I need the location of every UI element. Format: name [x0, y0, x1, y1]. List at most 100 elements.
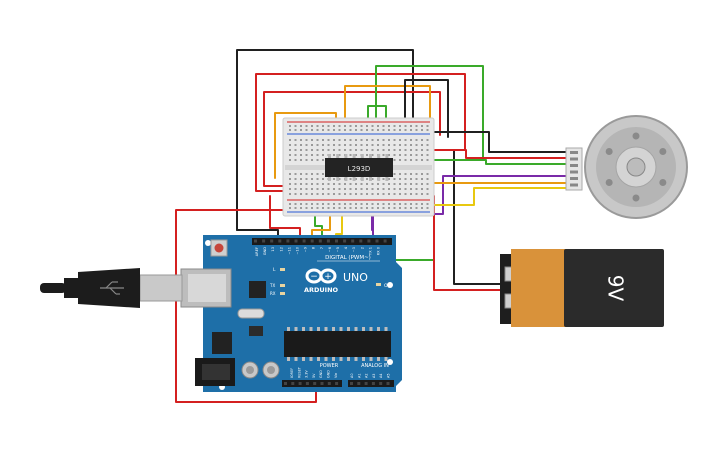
header-pin[interactable]: [335, 382, 339, 385]
breadboard-hole[interactable]: [349, 193, 352, 195]
breadboard-hole[interactable]: [360, 207, 363, 209]
wire-red-motor[interactable]: [419, 149, 569, 159]
breadboard-hole[interactable]: [366, 125, 368, 127]
breadboard-hole[interactable]: [421, 144, 423, 146]
breadboard-hole[interactable]: [366, 139, 368, 141]
breadboard-hole[interactable]: [311, 207, 313, 209]
breadboard-hole[interactable]: [399, 203, 401, 205]
breadboard-hole[interactable]: [355, 203, 357, 205]
breadboard-hole[interactable]: [322, 125, 324, 127]
breadboard-hole[interactable]: [415, 129, 418, 131]
breadboard-hole[interactable]: [300, 159, 302, 161]
breadboard-hole[interactable]: [399, 125, 401, 127]
breadboard-hole[interactable]: [421, 173, 423, 175]
wire-black-to-battery[interactable]: [447, 149, 501, 285]
breadboard-hole[interactable]: [388, 144, 390, 146]
breadboard-hole[interactable]: [311, 129, 313, 131]
breadboard-hole[interactable]: [421, 203, 423, 205]
breadboard-hole[interactable]: [366, 129, 368, 131]
breadboard-hole[interactable]: [426, 173, 429, 175]
breadboard-hole[interactable]: [382, 129, 385, 131]
breadboard-hole[interactable]: [415, 139, 418, 141]
breadboard-hole[interactable]: [338, 178, 341, 180]
breadboard-hole[interactable]: [366, 178, 368, 180]
breadboard-hole[interactable]: [360, 129, 363, 131]
header-pin[interactable]: [351, 239, 355, 243]
header-pin[interactable]: [379, 382, 383, 385]
breadboard-hole[interactable]: [344, 129, 346, 131]
breadboard-hole[interactable]: [322, 188, 324, 190]
breadboard-hole[interactable]: [338, 144, 341, 146]
header-pin[interactable]: [284, 382, 287, 385]
breadboard-hole[interactable]: [294, 154, 297, 156]
reset-button[interactable]: [214, 243, 224, 253]
breadboard-hole[interactable]: [426, 149, 429, 151]
breadboard-hole[interactable]: [333, 129, 335, 131]
breadboard-hole[interactable]: [355, 144, 357, 146]
breadboard-hole[interactable]: [366, 154, 368, 156]
header-pin[interactable]: [343, 239, 347, 243]
breadboard-hole[interactable]: [426, 159, 429, 161]
breadboard-hole[interactable]: [294, 207, 297, 209]
breadboard-hole[interactable]: [371, 144, 374, 146]
breadboard-hole[interactable]: [415, 183, 418, 185]
breadboard-hole[interactable]: [294, 178, 297, 180]
breadboard-hole[interactable]: [360, 139, 363, 141]
breadboard-hole[interactable]: [327, 125, 330, 127]
breadboard-hole[interactable]: [294, 159, 297, 161]
breadboard-hole[interactable]: [322, 149, 324, 151]
breadboard-hole[interactable]: [355, 154, 357, 156]
breadboard-hole[interactable]: [338, 193, 341, 195]
breadboard-hole[interactable]: [415, 193, 418, 195]
breadboard-hole[interactable]: [305, 144, 308, 146]
breadboard-hole[interactable]: [360, 203, 363, 205]
breadboard-hole[interactable]: [311, 203, 313, 205]
header-pin[interactable]: [305, 382, 309, 385]
breadboard-hole[interactable]: [311, 178, 313, 180]
breadboard-hole[interactable]: [366, 207, 368, 209]
battery-9v[interactable]: 9V: [500, 249, 664, 327]
breadboard-hole[interactable]: [410, 173, 412, 175]
breadboard-hole[interactable]: [344, 139, 346, 141]
breadboard-hole[interactable]: [399, 129, 401, 131]
breadboard-hole[interactable]: [426, 154, 429, 156]
breadboard-hole[interactable]: [426, 207, 429, 209]
breadboard-hole[interactable]: [426, 203, 429, 205]
breadboard-hole[interactable]: [327, 139, 330, 141]
breadboard-hole[interactable]: [300, 193, 302, 195]
breadboard-hole[interactable]: [327, 149, 330, 151]
breadboard-hole[interactable]: [410, 183, 412, 185]
breadboard-hole[interactable]: [305, 173, 308, 175]
breadboard-hole[interactable]: [344, 149, 346, 151]
breadboard-hole[interactable]: [305, 125, 308, 127]
breadboard-hole[interactable]: [305, 149, 308, 151]
breadboard-hole[interactable]: [311, 183, 313, 185]
breadboard-hole[interactable]: [305, 193, 308, 195]
breadboard-hole[interactable]: [388, 129, 390, 131]
breadboard-hole[interactable]: [294, 188, 297, 190]
breadboard-hole[interactable]: [333, 193, 335, 195]
breadboard-hole[interactable]: [300, 154, 302, 156]
breadboard-hole[interactable]: [366, 149, 368, 151]
header-pin[interactable]: [386, 382, 390, 385]
breadboard-hole[interactable]: [322, 193, 324, 195]
wire-red-bb-to-arduino[interactable]: [269, 195, 301, 242]
breadboard-hole[interactable]: [371, 139, 374, 141]
header-pin[interactable]: [310, 239, 314, 243]
breadboard-hole[interactable]: [322, 139, 324, 141]
breadboard-hole[interactable]: [322, 129, 324, 131]
breadboard-hole[interactable]: [300, 183, 302, 185]
breadboard-hole[interactable]: [311, 139, 313, 141]
breadboard-hole[interactable]: [355, 125, 357, 127]
breadboard-hole[interactable]: [294, 183, 297, 185]
breadboard-hole[interactable]: [404, 125, 407, 127]
breadboard-hole[interactable]: [349, 139, 352, 141]
breadboard-hole[interactable]: [316, 173, 319, 175]
breadboard-hole[interactable]: [393, 173, 396, 175]
breadboard-hole[interactable]: [360, 144, 363, 146]
breadboard-hole[interactable]: [322, 183, 324, 185]
breadboard-hole[interactable]: [426, 129, 429, 131]
breadboard-hole[interactable]: [382, 178, 385, 180]
breadboard-hole[interactable]: [393, 183, 396, 185]
breadboard-hole[interactable]: [426, 144, 429, 146]
